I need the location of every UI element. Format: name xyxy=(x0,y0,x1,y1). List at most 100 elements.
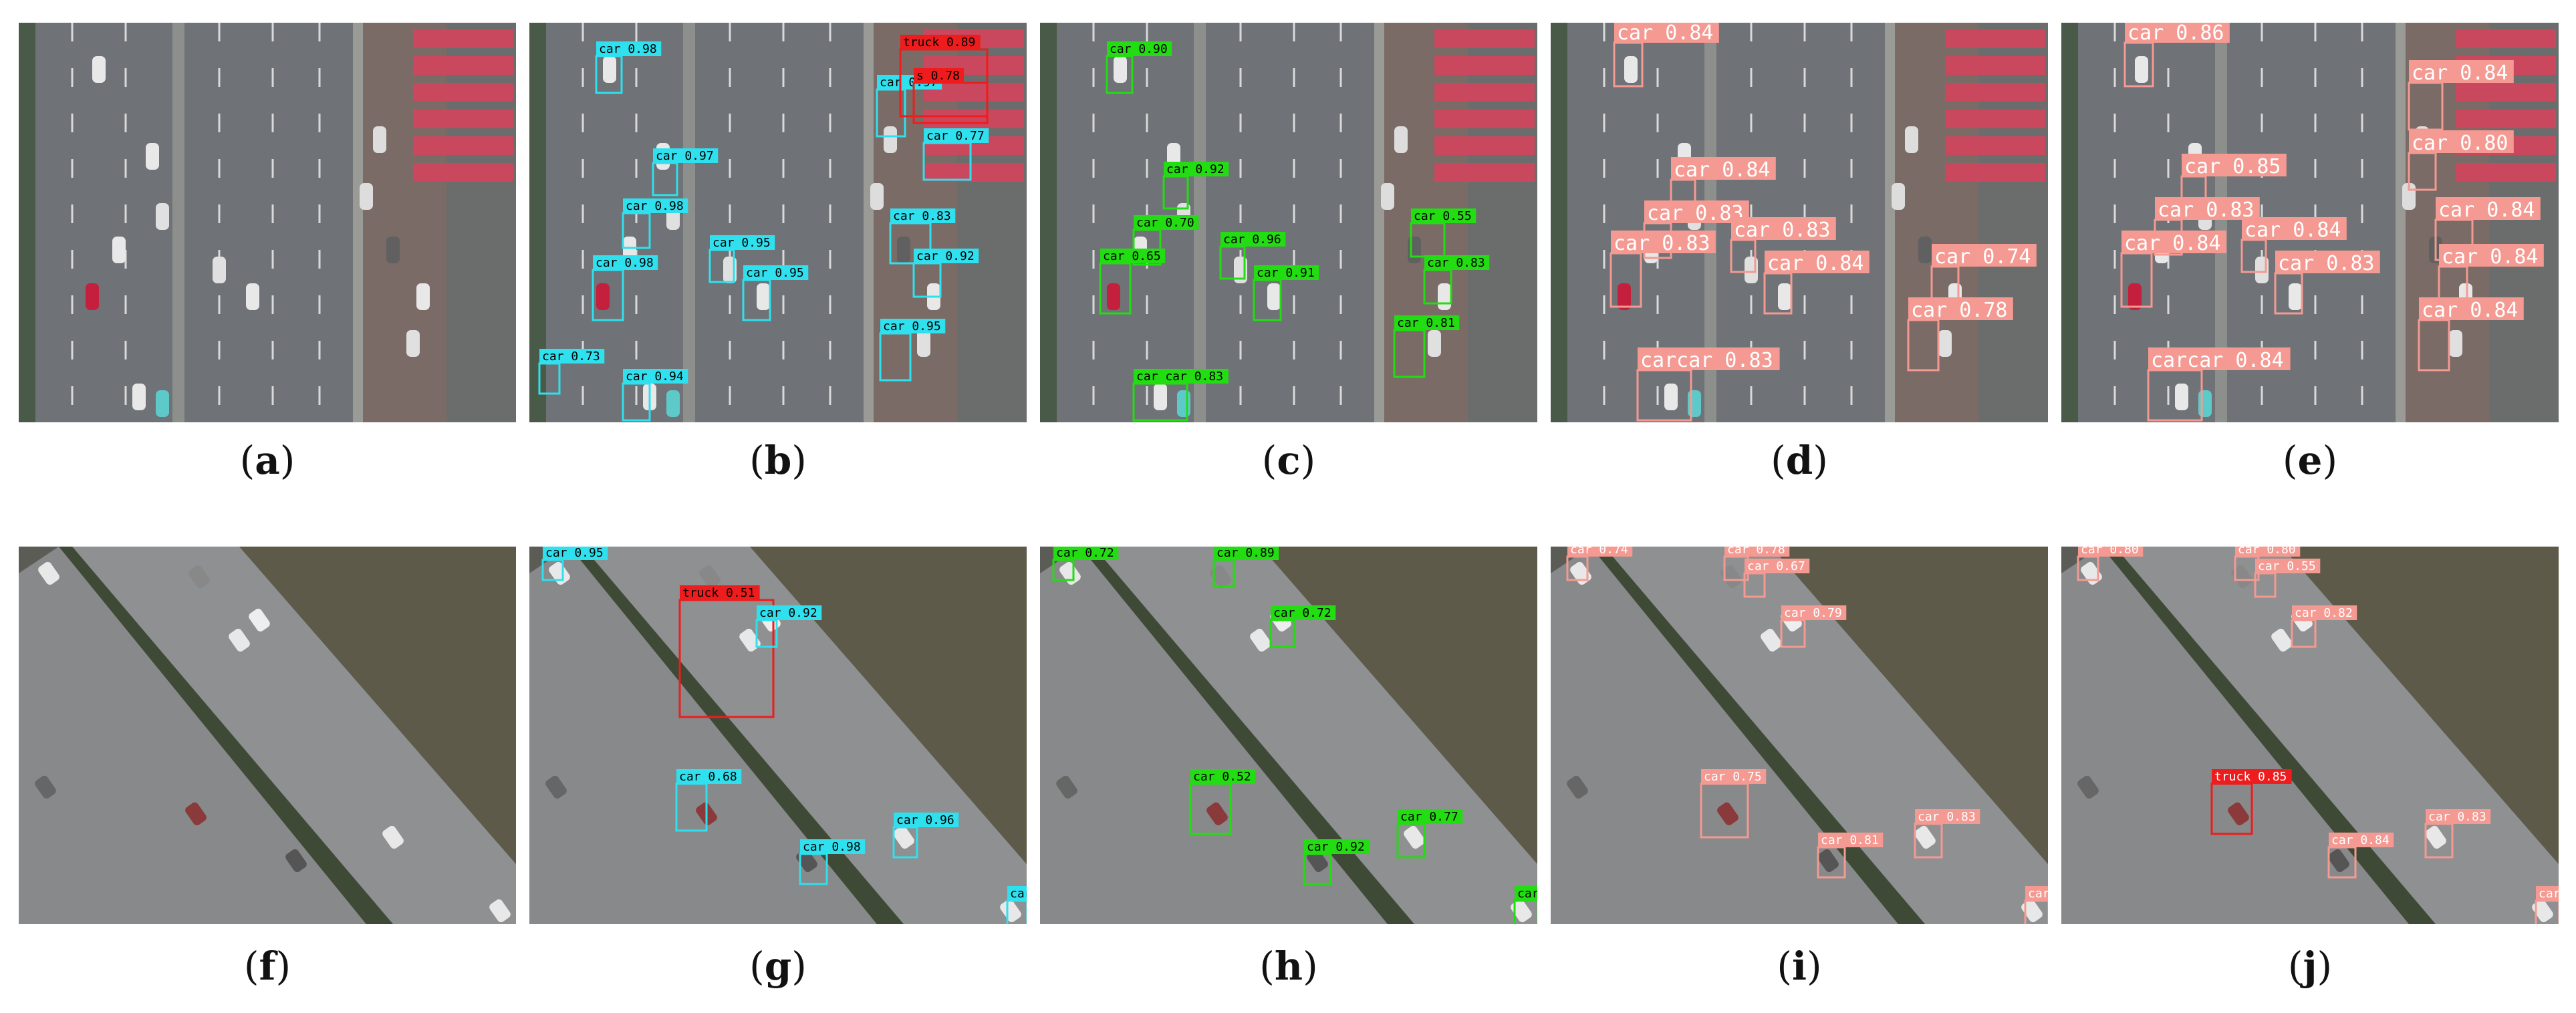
label-background xyxy=(800,839,866,854)
label-background xyxy=(623,369,688,384)
vehicle xyxy=(1250,628,1271,652)
label-background xyxy=(1271,605,1336,620)
detection-car: car 0.98 xyxy=(592,255,658,321)
label-background xyxy=(2242,217,2347,240)
highway-lanes-left xyxy=(2061,547,2409,924)
vehicle xyxy=(146,143,159,170)
detection-car: car 0.70 xyxy=(1132,215,1199,266)
label-background xyxy=(596,41,662,56)
sidewalk-strip xyxy=(353,23,363,422)
label-background xyxy=(743,265,809,280)
label-background xyxy=(1134,369,1229,384)
detection-truck: s 0.78 xyxy=(912,68,989,124)
vehicle xyxy=(156,203,169,230)
label-background xyxy=(1254,265,1319,280)
detection-car: car 0.79 xyxy=(1780,605,1847,648)
detection-label: car 0.78 xyxy=(1727,547,1785,557)
detection-label: car 0.68 xyxy=(679,770,737,784)
vehicle xyxy=(884,126,897,153)
detection-label: car 0.67 xyxy=(1747,559,1805,573)
vehicle xyxy=(1438,283,1451,310)
panel-caption-b: (b) xyxy=(678,438,878,483)
caption-close-paren: ) xyxy=(1813,438,1828,483)
detection-car: car 0.81 xyxy=(1817,833,1884,879)
vehicle xyxy=(1428,330,1441,357)
detection-label: car 0.80 xyxy=(2238,547,2296,557)
detection-car: car 0.83 xyxy=(889,208,956,265)
vehicle xyxy=(1817,849,1839,873)
building-area xyxy=(446,23,516,422)
detection-car: car 0.84 xyxy=(1613,23,1719,88)
detection-car: car 0.84 xyxy=(1670,157,1776,213)
red-roof-bus xyxy=(1434,56,1535,75)
detection-label: car 0.83 xyxy=(1734,219,1831,242)
detection-car: car 0.84 xyxy=(2120,231,2226,308)
detection-label: car 0.78 xyxy=(1911,299,2008,322)
label-background xyxy=(880,319,946,333)
vegetation-area xyxy=(1261,547,1537,864)
detection-label: car 0.72 xyxy=(1056,547,1114,560)
vehicle xyxy=(188,565,210,589)
red-roof-bus xyxy=(1945,110,2045,128)
highway-lanes-right xyxy=(2115,547,2559,924)
detection-car: car 0.55 xyxy=(2254,559,2321,598)
red-roof-bus xyxy=(1945,56,2045,75)
vehicle xyxy=(1567,775,1588,799)
label-background xyxy=(1614,23,1719,43)
detection-label: car 0.90 xyxy=(1110,42,1168,56)
vehicle xyxy=(386,237,400,263)
detection-label: car 0.81 xyxy=(1397,316,1455,330)
detection-label: car 0.84 xyxy=(2412,61,2508,85)
detection-label: car 0.98 xyxy=(626,199,684,213)
label-background xyxy=(1781,605,1847,620)
highway-median xyxy=(1080,547,1414,924)
detection-label: car 0.83 xyxy=(1918,810,1976,824)
label-background xyxy=(1818,833,1884,847)
caption-letter: c xyxy=(1277,438,1301,483)
red-roof-bus xyxy=(1434,110,1535,128)
red-roof-bus xyxy=(413,163,513,182)
detection-label: car 0.96 xyxy=(896,813,954,827)
label-background xyxy=(1007,886,1027,901)
detection-label: car 0.84 xyxy=(1617,23,1714,45)
median-strip xyxy=(172,23,184,422)
detection-car: car 0.84 xyxy=(2535,886,2559,924)
detection-car: car 0.72 xyxy=(1269,605,1336,648)
detection-label: car 0.55 xyxy=(1414,209,1472,223)
red-roof-bus xyxy=(1945,163,2045,182)
detection-car: car 0.81 xyxy=(1393,315,1460,378)
detection-label: carcar 0.84 xyxy=(2151,349,2284,372)
label-background xyxy=(1398,809,1463,824)
detection-car: carcar 0.83 xyxy=(1636,347,1780,422)
detection-label: car 0.74 xyxy=(1570,547,1628,557)
label-background xyxy=(1134,215,1199,230)
highway-median xyxy=(569,547,904,924)
caption-open-paren: ( xyxy=(1777,944,1792,989)
vehicle xyxy=(1761,628,1782,652)
detection-car: car 0.84 xyxy=(2438,244,2544,308)
label-background xyxy=(2025,886,2048,901)
detection-label: car 0.89 xyxy=(1216,547,1275,560)
vegetation-area xyxy=(1771,547,2048,864)
detection-car: car 0.82 xyxy=(2291,605,2357,648)
detection-car: car 0.84 xyxy=(2408,60,2514,131)
detection-label: car 0.92 xyxy=(1307,840,1365,854)
caption-close-paren: ) xyxy=(2317,944,2333,989)
detection-car: car 0.92 xyxy=(912,249,979,298)
detection-label: car 0.86 xyxy=(2128,23,2224,45)
vehicle xyxy=(1717,802,1738,826)
label-background xyxy=(894,813,959,827)
label-background xyxy=(2255,559,2321,573)
aerial-photo xyxy=(19,23,516,422)
vehicle xyxy=(1892,183,1905,210)
detection-car: car 0.83 xyxy=(1914,809,1980,859)
detection-car: car 0.55 xyxy=(1410,208,1476,258)
vehicle xyxy=(360,183,373,210)
detection-label: car 0.77 xyxy=(1400,810,1458,824)
red-roof-bus xyxy=(413,83,513,102)
highway-lanes-right xyxy=(583,547,1027,924)
detection-car: car 0.78 xyxy=(1907,297,2013,372)
